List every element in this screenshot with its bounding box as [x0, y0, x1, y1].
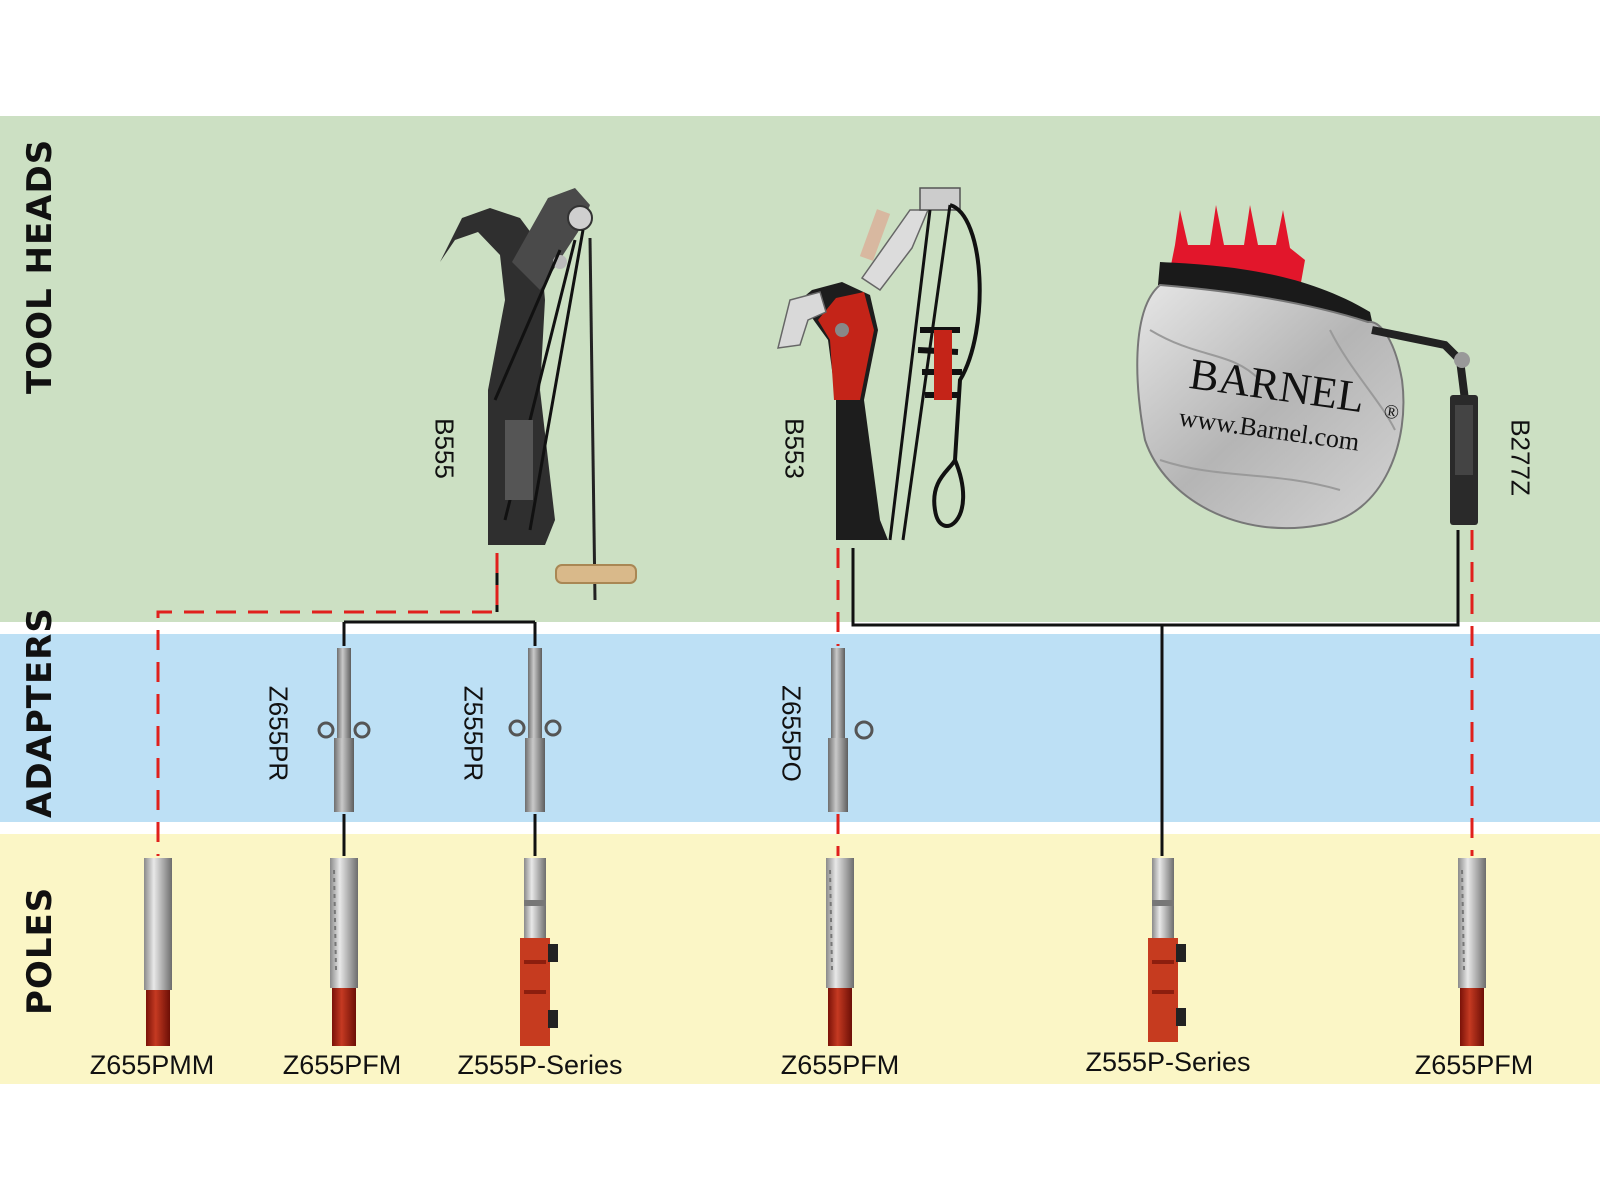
b277z-fruit-picker-image	[1136, 205, 1478, 530]
pole-z655pfm-2-image	[826, 858, 854, 1046]
adapter-z555pr-image	[508, 648, 562, 812]
b555-pruner-image	[440, 188, 637, 601]
pole-z555p-series-1-image	[520, 858, 558, 1046]
b553-pruner-image	[777, 187, 982, 541]
adapter-z655po-image	[828, 648, 874, 812]
pole-z555p-series-2-image	[1148, 858, 1186, 1042]
adapter-label-z655po: Z655PO	[776, 685, 807, 782]
pole-z655pfm-3-image	[1458, 858, 1486, 1046]
connection-lines	[156, 530, 1474, 856]
tool-head-label-b555: B555	[429, 418, 460, 479]
row-label-poles: POLES	[20, 886, 60, 1015]
pole-label-z555p-series-1: Z555P-Series	[457, 1050, 623, 1080]
row-label-adapters: ADAPTERS	[20, 607, 60, 818]
poles-band	[0, 834, 1600, 1084]
adapter-label-z655pr: Z655PR	[263, 685, 294, 782]
solid-line-b553-b277z	[851, 530, 1460, 627]
tool-head-label-b277z: B277Z	[1505, 419, 1536, 496]
pole-label-z555p-series-2: Z555P-Series	[1085, 1047, 1251, 1077]
adapter-z655pr-image	[317, 648, 371, 812]
adapters-band	[0, 634, 1600, 822]
pole-label-z655pmm: Z655PMM	[89, 1050, 215, 1080]
pole-label-z655pfm-2: Z655PFM	[780, 1050, 900, 1080]
row-label-tool-heads: TOOL HEADS	[20, 138, 60, 394]
tool-head-label-b553: B553	[779, 418, 810, 479]
pole-label-z655pfm-3: Z655PFM	[1414, 1050, 1534, 1080]
pole-z655pmm-image	[144, 858, 172, 1046]
adapter-label-z555pr: Z555PR	[458, 685, 489, 782]
pole-z655pfm-1-image	[330, 858, 358, 1046]
pole-label-z655pfm-1: Z655PFM	[282, 1050, 402, 1080]
barnel-registered-mark: ®	[1382, 400, 1400, 424]
dashed-line-b555-z655pmm	[156, 553, 499, 856]
solid-line-b555	[342, 553, 537, 646]
